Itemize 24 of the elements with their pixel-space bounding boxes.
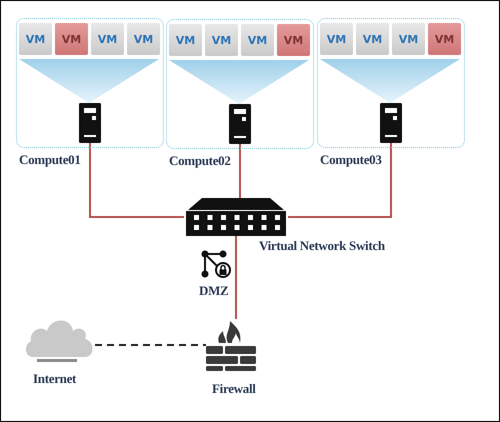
vm-tile: VM <box>241 24 274 56</box>
device-label: Virtual Network Switch <box>259 238 385 254</box>
host-label: Compute01 <box>19 152 81 168</box>
host-label: Compute02 <box>169 153 231 169</box>
dashed-connector <box>95 344 206 346</box>
vm-tile: VM <box>356 23 389 55</box>
device-label: Firewall <box>212 381 256 397</box>
vm-tile: VM <box>19 23 52 55</box>
vm-tile: VM <box>392 23 425 55</box>
vm-tile: VM <box>127 23 160 55</box>
connector-line <box>235 236 237 319</box>
zone-label: DMZ <box>199 283 228 299</box>
connector-line <box>239 144 241 198</box>
vm-tile: VM <box>91 23 124 55</box>
vm-tile: VM <box>320 23 353 55</box>
vm-tile: VM <box>277 24 310 56</box>
connector-line <box>89 143 184 218</box>
vm-tile: VM <box>55 23 88 55</box>
connector-line <box>288 143 392 218</box>
host-label: Compute03 <box>320 152 382 168</box>
vm-tile: VM <box>428 23 461 55</box>
vm-tile: VM <box>169 24 202 56</box>
vm-tile: VM <box>205 24 238 56</box>
device-label: Internet <box>33 371 76 387</box>
